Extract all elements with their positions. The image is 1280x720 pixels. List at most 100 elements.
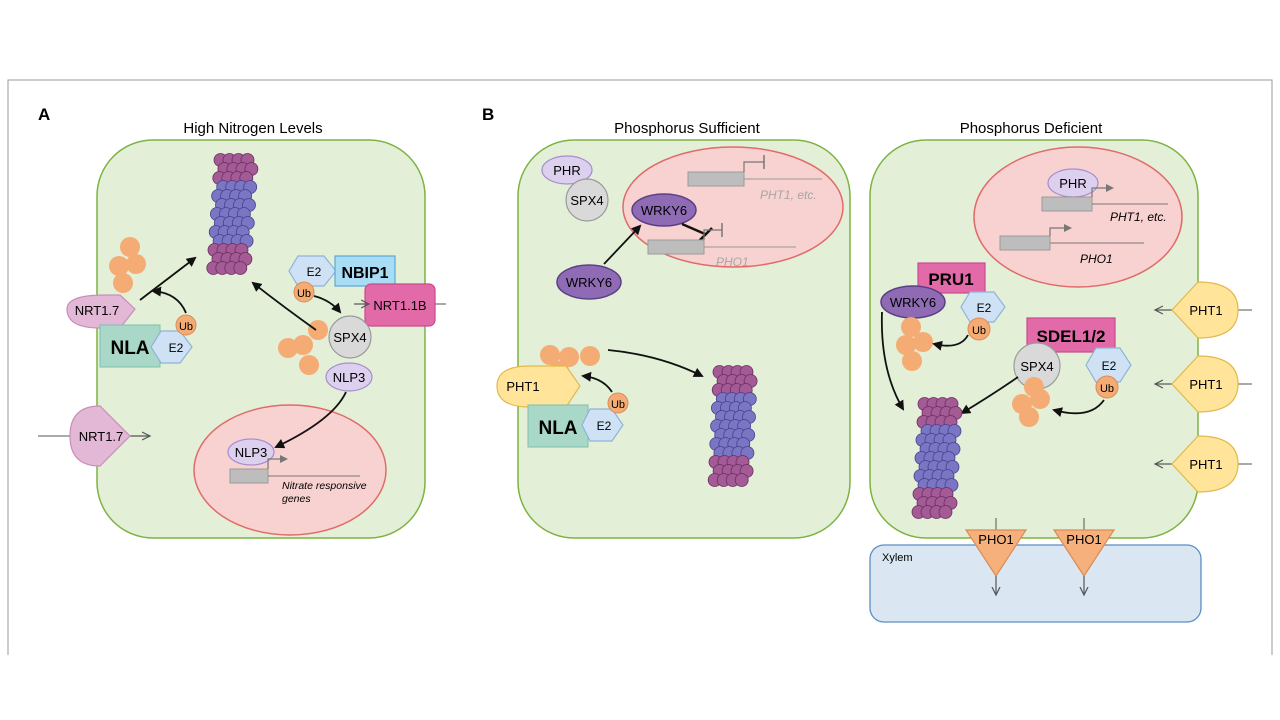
pho1-exporter-2: PHO1 [1052, 518, 1116, 594]
sufficient-title: Phosphorus Sufficient [614, 120, 760, 137]
proteasome-subunit [233, 261, 248, 275]
ub-a-left: Ub [175, 314, 197, 336]
nrt17-protein-bottom: NRT1.7 [38, 405, 149, 467]
gene-pht1-sufficient [687, 155, 822, 187]
nlp3-label-a: NLP3 [333, 370, 366, 385]
ub-label-deficient-top: Ub [972, 325, 986, 337]
ub-label-a-left: Ub [179, 321, 193, 333]
ub-cluster-a-left [109, 237, 146, 293]
ub-label-sufficient: Ub [611, 399, 625, 411]
nlp3-label-nucleus: NLP3 [235, 445, 268, 460]
arrow-spx4-to-proteasome [251, 281, 317, 331]
nucleus-sufficient [622, 146, 844, 268]
wrky6-label-deficient: WRKY6 [890, 295, 936, 310]
arrow-spx4-to-proteasome [960, 376, 1019, 415]
pht1-gene-label-deficient: PHT1, etc. [1110, 210, 1167, 224]
nla-label-sufficient: NLA [538, 418, 577, 439]
pht1-transporter-sufficient: PHT1 [496, 365, 581, 408]
e2-hexagon-deficient-bottom: E2 [1085, 347, 1132, 383]
arrow-ub-to-wrky6 [932, 334, 969, 351]
ub-cluster-a-right [278, 320, 328, 375]
nbip1-ligase: NBIP1 [334, 255, 396, 287]
sdel-label: SDEL1/2 [1037, 327, 1106, 346]
panel-a-title: High Nitrogen Levels [183, 120, 322, 137]
xylem-vessel [869, 544, 1202, 623]
pru1-label: PRU1 [928, 270, 973, 289]
nla-ligase-sufficient: NLA [527, 404, 589, 448]
pho1-gene-label-sufficient: PHO1 [716, 255, 749, 269]
gene-pht1-deficient [1041, 184, 1168, 212]
e2-label-deficient-bottom: E2 [1102, 359, 1117, 373]
gene-pho1-deficient [999, 224, 1144, 251]
pho1-gene-label-deficient: PHO1 [1080, 252, 1113, 266]
e2-hexagon-a-right: E2 [288, 255, 337, 287]
pru1-ligase: PRU1 [917, 262, 986, 294]
phr-protein-deficient: PHR [1047, 168, 1099, 198]
spx4-label-sufficient: SPX4 [570, 193, 603, 208]
inhibit-wrky6-pho1 [681, 222, 706, 236]
nrt11b-transporter: NRT1.1B [364, 283, 446, 327]
e2-hexagon-deficient-top: E2 [960, 291, 1006, 323]
phr-protein-sufficient: PHR [541, 155, 593, 185]
gene-pho1-sufficient [647, 223, 796, 255]
nitrate-genes-line1: Nitrate responsive [282, 480, 367, 492]
wrky6-protein-deficient: WRKY6 [880, 285, 946, 319]
pht1-transporter-2: PHT1 [1156, 355, 1252, 413]
figure-frame [7, 79, 1273, 655]
nrt17-label-top: NRT1.7 [75, 303, 120, 318]
nlp3-protein-nucleus: NLP3 [227, 438, 275, 466]
pho1-label-2: PHO1 [1066, 532, 1101, 547]
deficient-title: Phosphorus Deficient [960, 120, 1103, 137]
arrow-ub-to-pht1 [581, 371, 613, 393]
pho1-exporter-1: PHO1 [964, 518, 1028, 594]
nla-label-a: NLA [110, 338, 149, 359]
ub-cluster-deficient-top [896, 317, 933, 371]
pht1-label-sufficient: PHT1 [506, 379, 539, 394]
nrt11b-label: NRT1.1B [373, 298, 426, 313]
gene-nitrate [229, 455, 360, 484]
wrky6-label-nucleus: WRKY6 [641, 203, 687, 218]
wrky6-label-cytoplasm: WRKY6 [566, 275, 612, 290]
ub-a-right: Ub [293, 281, 315, 303]
spx4-label-a: SPX4 [333, 330, 366, 345]
nrt17-label-bottom: NRT1.7 [79, 429, 124, 444]
nbip1-label: NBIP1 [341, 265, 388, 282]
proteasome-subunit [938, 505, 953, 519]
ub-deficient-bottom: Ub [1095, 375, 1119, 399]
pht1-transporter-1: PHT1 [1156, 281, 1252, 339]
pht1-label-2: PHT1 [1189, 377, 1222, 392]
arrow-wrky6-to-nucleus [603, 224, 642, 265]
pht1-label-1: PHT1 [1189, 303, 1222, 318]
spx4-label-deficient: SPX4 [1020, 359, 1053, 374]
arrow-ub-to-spx4 [313, 295, 342, 314]
pho1-label-1: PHO1 [978, 532, 1013, 547]
arrow-ub-to-nrt17 [151, 286, 187, 314]
spx4-protein-a: SPX4 [328, 315, 372, 359]
proteasome-sufficient [707, 365, 758, 487]
ub-sufficient: Ub [607, 392, 629, 414]
nla-ligase-a: NLA [99, 324, 161, 368]
pht1-label-3: PHT1 [1189, 457, 1222, 472]
e2-label-a-right: E2 [307, 265, 322, 279]
nucleus-deficient [973, 146, 1183, 288]
arrow-wrky6-to-proteasome [880, 311, 905, 411]
wrky6-protein-nucleus: WRKY6 [631, 193, 697, 227]
ub-deficient-top: Ub [967, 317, 991, 341]
panel-b-letter: B [482, 105, 494, 124]
panel-a-letter: A [38, 105, 50, 124]
wrky6-protein-cytoplasm: WRKY6 [556, 264, 622, 300]
pht1-transporter-3: PHT1 [1156, 435, 1252, 493]
xylem-label: Xylem [882, 552, 913, 564]
e2-label-a-left: E2 [169, 341, 184, 355]
e2-label-deficient-top: E2 [977, 301, 992, 315]
ub-label-deficient-bottom: Ub [1100, 383, 1114, 395]
ub-cluster-sufficient [540, 345, 600, 381]
spx4-protein-sufficient: SPX4 [565, 178, 609, 222]
proteasome-subunit [734, 473, 749, 487]
arrow-nlp3-to-nucleus [274, 391, 347, 449]
proteasome-a [206, 153, 259, 275]
pht1-gene-label-sufficient: PHT1, etc. [760, 188, 817, 202]
ub-label-a-right: Ub [297, 288, 311, 300]
arrow-ub-to-spx4-deficient [1052, 399, 1105, 417]
